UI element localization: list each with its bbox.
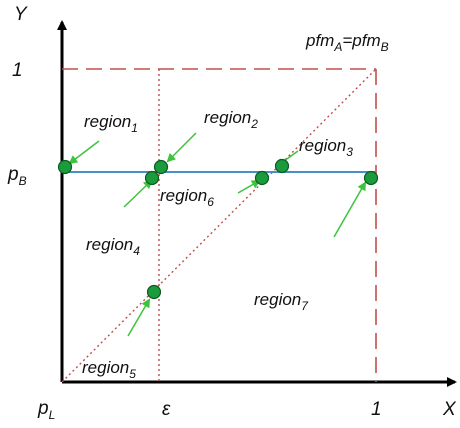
region-7-text: region — [254, 290, 301, 309]
point-epsilon-diagonal — [146, 284, 162, 300]
arrow-center-point — [123, 179, 153, 208]
arrow-region6 — [237, 180, 261, 194]
region-6-label: region6 — [160, 186, 214, 209]
point-epsilon-upper — [153, 159, 169, 175]
origin-label-sub: L — [49, 408, 56, 422]
equation-a: pfm — [305, 31, 334, 50]
y-tick-one: 1 — [12, 60, 23, 81]
region-3-sub: 3 — [346, 145, 353, 159]
arrow-right-point — [333, 181, 366, 238]
point-pb-axis — [57, 159, 73, 175]
region-3-text: region — [299, 136, 346, 155]
region-4-sub: 4 — [133, 244, 140, 258]
region-1-label: region1 — [84, 112, 138, 135]
x-axis-label: X — [442, 399, 457, 420]
point-epsilon-lower — [144, 170, 160, 186]
region-7-sub: 7 — [301, 299, 309, 313]
arrow-region1 — [68, 140, 100, 165]
point-diagonal-left — [254, 170, 270, 186]
equation-label: pfmA=pfmB — [305, 31, 389, 54]
region-7-label: region7 — [254, 290, 309, 313]
y-axis-label: Y — [14, 4, 28, 25]
region-2-label: region2 — [204, 108, 258, 131]
region-6-sub: 6 — [207, 195, 214, 209]
point-diagonal-right — [274, 158, 290, 174]
region-2-sub: 2 — [250, 117, 258, 131]
diagonal-dotted-line — [61, 68, 377, 383]
equation-b: pfm — [351, 31, 380, 50]
region-1-text: region — [84, 112, 131, 131]
region-4-text: region — [86, 235, 133, 254]
x-tick-epsilon: ε — [162, 399, 171, 420]
x-tick-one: 1 — [371, 399, 382, 420]
region-4-label: region4 — [86, 235, 140, 258]
region-5-label: region5 — [82, 358, 136, 381]
point-right-edge — [363, 170, 379, 186]
region-1-sub: 1 — [131, 121, 138, 135]
equation-b-sub: B — [381, 40, 389, 54]
equation-eq: = — [342, 31, 352, 50]
y-tick-pb: pB — [7, 164, 27, 188]
region-5-text: region — [82, 358, 129, 377]
origin-label: pL — [37, 398, 55, 422]
arrow-region5 — [127, 298, 151, 337]
origin-label-base: p — [37, 398, 49, 419]
equation-a-sub: A — [333, 40, 342, 54]
region-6-text: region — [160, 186, 207, 205]
arrow-region2 — [166, 132, 197, 163]
region-2-text: region — [204, 108, 251, 127]
y-tick-pb-sub: B — [19, 174, 27, 188]
region-5-sub: 5 — [129, 367, 136, 381]
region-3-label: region3 — [299, 136, 353, 159]
y-tick-pb-base: p — [7, 164, 19, 185]
